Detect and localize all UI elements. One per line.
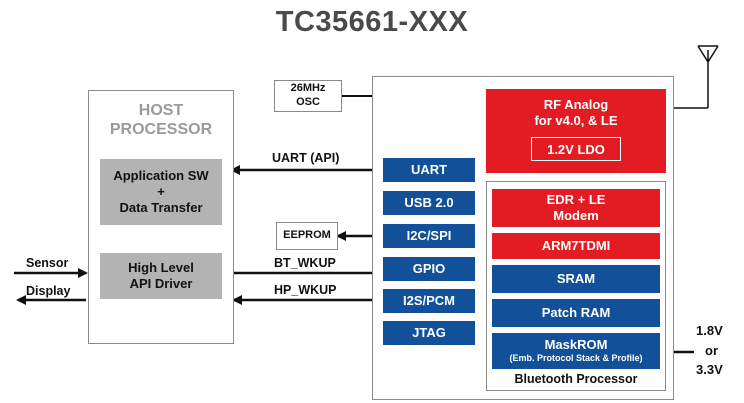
- maskrom-sublabel: (Emb. Protocol Stack & Profile): [509, 353, 643, 364]
- api-driver-block: High Level API Driver: [100, 253, 222, 299]
- uart-api-label: UART (API): [272, 151, 340, 165]
- host-processor-title: HOST PROCESSOR: [109, 102, 213, 139]
- host-processor-box: HOST PROCESSOR Application SW + Data Tra…: [88, 90, 234, 344]
- interface-jtag: JTAG: [383, 321, 475, 345]
- diagram-title: TC35661-XXX: [275, 6, 469, 38]
- maskrom-label: MaskROM: [544, 337, 608, 353]
- rf-analog-label: RF Analog for v4.0, & LE: [534, 97, 618, 128]
- edr-le-modem-block: EDR + LE Modem: [492, 189, 660, 227]
- osc-box: 26MHz OSC: [274, 80, 342, 112]
- application-sw-block: Application SW + Data Transfer: [100, 159, 222, 225]
- power-3v3-label: 3.3V: [696, 362, 723, 377]
- interface-i2c-spi: I2C/SPI: [383, 224, 475, 248]
- interface-i2s-pcm: I2S/PCM: [383, 289, 475, 313]
- power-1v8-label: 1.8V: [696, 323, 723, 338]
- eeprom-box: EEPROM: [276, 222, 338, 250]
- bt-wkup-label: BT_WKUP: [274, 256, 336, 270]
- ldo-block: 1.2V LDO: [531, 137, 621, 161]
- interface-uart: UART: [383, 158, 475, 182]
- display-label: Display: [26, 284, 71, 298]
- sensor-label: Sensor: [26, 256, 69, 270]
- bluetooth-processor-label: Bluetooth Processor: [514, 372, 638, 386]
- sram-block: SRAM: [492, 265, 660, 293]
- bluetooth-processor-box: EDR + LE Modem ARM7TDMI SRAM Patch RAM M…: [486, 181, 666, 391]
- rf-analog-block: RF Analog for v4.0, & LE 1.2V LDO: [486, 89, 666, 173]
- interface-gpio: GPIO: [383, 257, 475, 281]
- hp-wkup-label: HP_WKUP: [274, 283, 337, 297]
- power-or-label: or: [705, 343, 718, 358]
- maskrom-block: MaskROM (Emb. Protocol Stack & Profile): [492, 333, 660, 369]
- antenna-icon: [670, 45, 719, 109]
- arm7tdmi-block: ARM7TDMI: [492, 233, 660, 259]
- patch-ram-block: Patch RAM: [492, 299, 660, 327]
- interface-usb: USB 2.0: [383, 191, 475, 215]
